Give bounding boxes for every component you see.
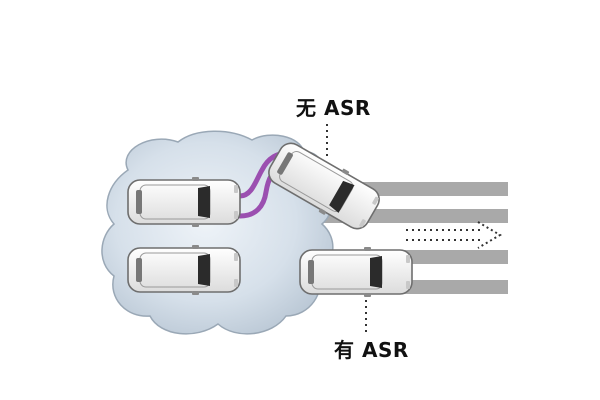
car-top-view-icon xyxy=(127,176,241,228)
car-top-view-icon xyxy=(299,246,413,298)
label-with-asr: 有 ASR xyxy=(334,338,409,362)
dotted-arrow-right-icon xyxy=(406,221,502,249)
car-top-view-icon xyxy=(127,244,241,296)
label-without-asr: 无 ASR xyxy=(296,96,371,120)
